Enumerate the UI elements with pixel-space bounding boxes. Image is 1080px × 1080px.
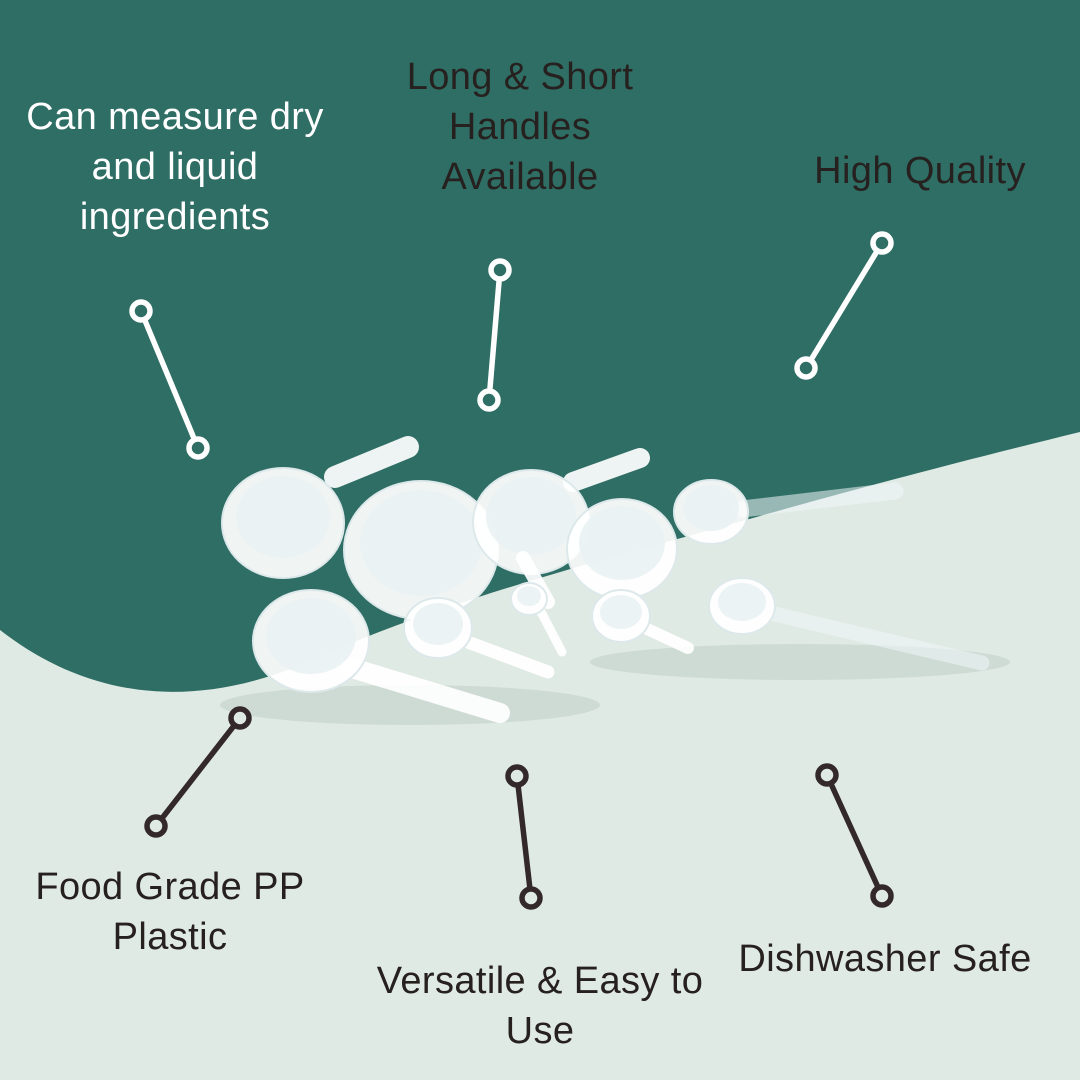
callout-handles-line: Available: [441, 156, 599, 199]
callout-line-quality: [794, 231, 894, 380]
callout-measure-line: Can measure dry: [26, 96, 324, 138]
scoop-large-3: [472, 448, 650, 575]
callout-foodgrade-line: Food Grade PP: [35, 866, 305, 908]
scoop-shadow: [590, 644, 1010, 680]
callout-quality-text: High Quality: [814, 150, 1026, 192]
callout-line-handles: [477, 258, 512, 412]
callout-handles: Long & Short Handles Available: [360, 52, 680, 202]
callout-versatile-line: Use: [505, 1010, 575, 1053]
callout-line-versatile: [505, 764, 543, 910]
callout-dishwasher: Dishwasher Safe: [690, 934, 1080, 984]
callout-line-measure: [129, 299, 210, 460]
callout-foodgrade-line: Plastic: [112, 916, 228, 959]
callout-handles-line: Long & Short: [406, 56, 634, 98]
scoop-long-handle-top: [673, 479, 904, 545]
callout-measure-line: ingredients: [79, 196, 271, 239]
callout-foodgrade: Food Grade PP Plastic: [0, 862, 340, 962]
callout-line-foodgrade: [144, 706, 252, 838]
callout-dishwasher-text: Dishwasher Safe: [738, 938, 1032, 980]
measuring-scoops-photo: [220, 436, 1010, 725]
spoon-long-handle-bottom: [708, 577, 990, 671]
callout-quality: High Quality: [760, 146, 1080, 196]
spoon-medium-2: [591, 589, 694, 654]
callout-measure: Can measure dry and liquid ingredients: [0, 92, 350, 242]
scoop-large-2: [343, 480, 499, 620]
spoon-medium-1: [403, 597, 555, 679]
callout-line-dishwasher: [815, 763, 894, 908]
scoop-lower-left: [252, 589, 510, 723]
callout-versatile: Versatile & Easy to Use: [330, 956, 750, 1056]
callout-versatile-line: Versatile & Easy to: [376, 960, 704, 1002]
spoon-small: [510, 582, 567, 657]
callout-measure-line: and liquid: [91, 146, 259, 189]
callout-handles-line: Handles: [448, 106, 592, 149]
scoop-large-1: [221, 436, 419, 579]
